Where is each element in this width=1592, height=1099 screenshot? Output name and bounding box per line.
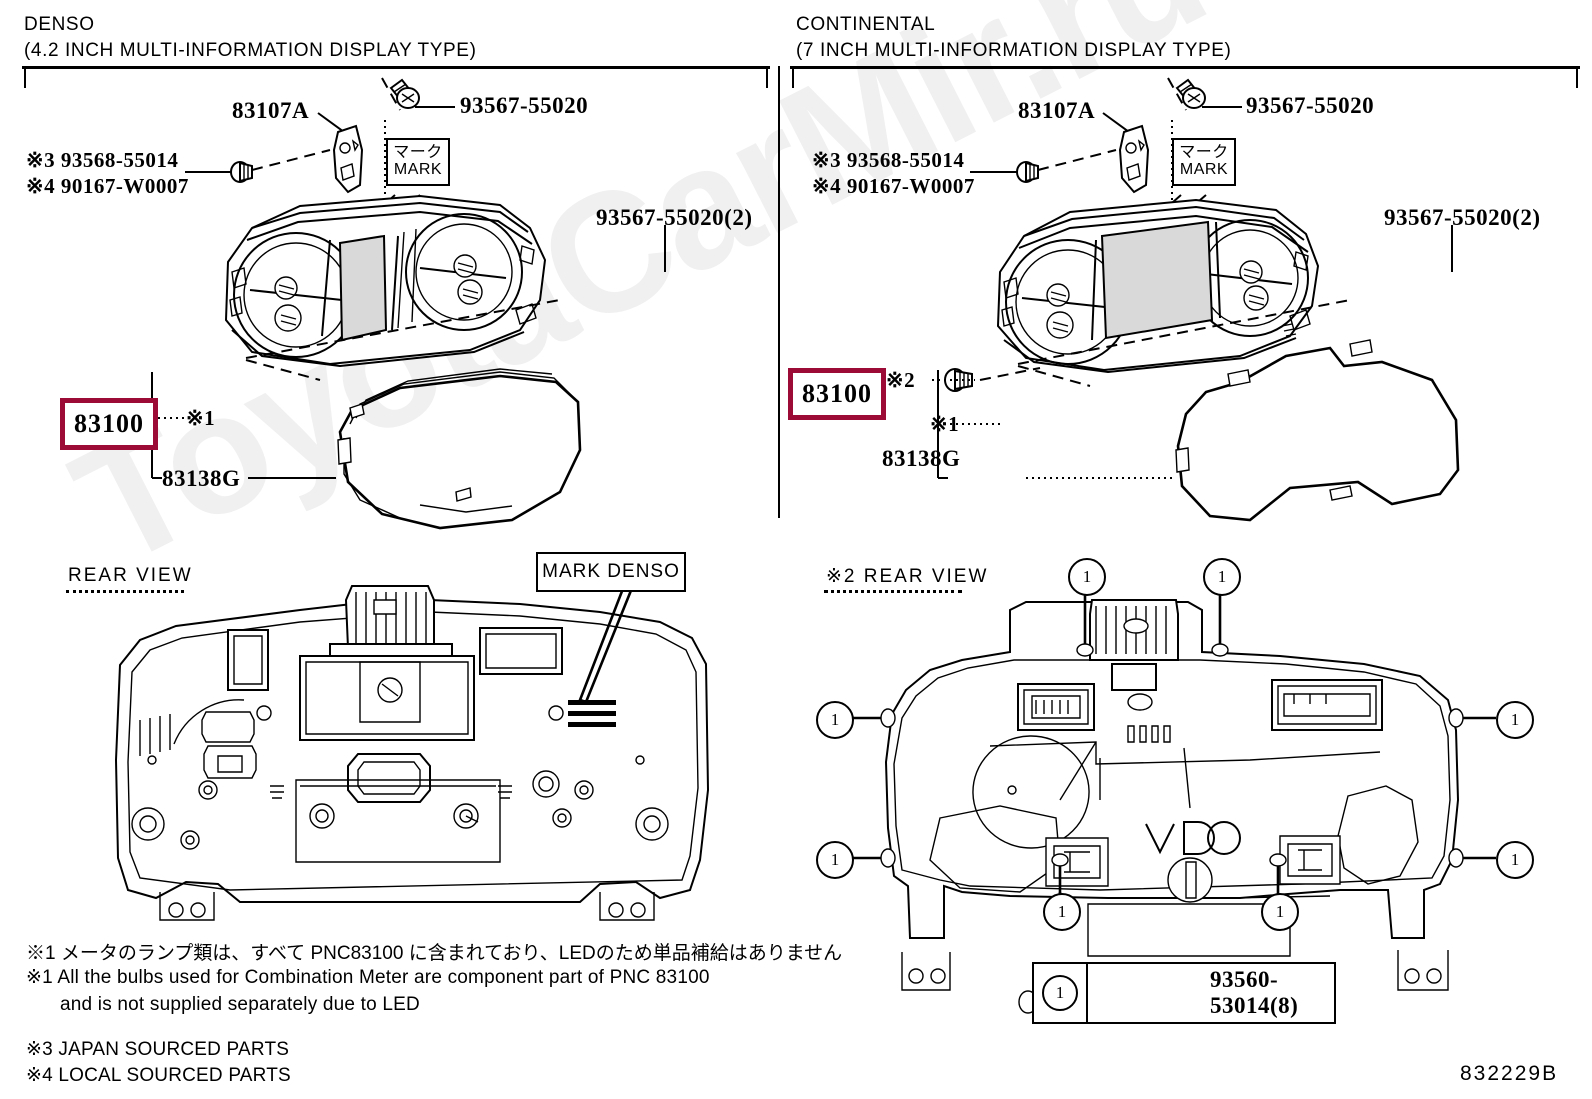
diagram-number: 832229B (1460, 1062, 1559, 1085)
mark-box-en-continental: MARK (1179, 161, 1229, 178)
legend-part-cell: 93560-53014(8) (1088, 964, 1334, 1022)
mark-denso-label: MARK DENSO (542, 561, 680, 582)
label-83138g-denso: 83138G (162, 466, 241, 491)
note-jp-1: ※1 メータのランプ類は、すべて PNC83100 に含まれており、LEDのため… (26, 943, 843, 964)
ref-mark1-continental: ※1 (930, 412, 960, 436)
mark-box-continental: マーク MARK (1172, 138, 1236, 186)
callout-circle-3-label: 1 (830, 710, 840, 729)
screw-glyph-cont-top (1175, 78, 1206, 109)
legend-part-number: 93560-53014(8) (1210, 967, 1299, 1018)
label-83138g-continental: 83138G (882, 446, 961, 471)
mark-box-en-denso: MARK (393, 161, 443, 178)
callout-circle-7-label: 1 (1057, 902, 1067, 921)
nut-glyph-denso (230, 161, 253, 183)
mark-box-jp-continental: マーク (1179, 144, 1229, 162)
panel-rule-continental-tick-left (792, 66, 794, 88)
callout-circle-8-label: 1 (1275, 902, 1285, 921)
panel-title-continental: CONTINENTAL (796, 14, 936, 35)
rear-view-label-denso: REAR VIEW (68, 565, 193, 586)
label-83100-continental: 83100 (802, 379, 872, 408)
legend-number-cell: 1 (1034, 964, 1088, 1022)
callout-circle-5-label: 1 (830, 850, 840, 869)
note-en-1: ※1 All the bulbs used for Combination Me… (26, 967, 710, 988)
label-nut-local-continental: ※4 90167-W0007 (812, 174, 975, 198)
panel-rule-continental-tick-right (1576, 66, 1578, 88)
label-nut-local-denso: ※4 90167-W0007 (26, 174, 189, 198)
callout-circle-5: 1 (816, 841, 854, 879)
note-mark3: ※3 JAPAN SOURCED PARTS (26, 1039, 290, 1060)
label-nut-japan-continental: ※3 93568-55014 (812, 148, 965, 172)
screw-glyph-denso-top (389, 78, 420, 109)
callout-circle-2-label: 1 (1217, 567, 1227, 586)
label-screw-top-denso: 93567-55020 (460, 93, 589, 118)
panel-rule-continental (790, 66, 1580, 69)
callout-circle-8: 1 (1261, 893, 1299, 931)
legend-box: 1 93560-53014(8) (1032, 962, 1336, 1024)
rear-view-denso-drawing (114, 584, 710, 921)
callout-circle-7: 1 (1043, 893, 1081, 931)
callout-circle-4: 1 (1496, 701, 1534, 739)
lens-83138g-continental (1175, 339, 1460, 522)
mark-box-denso: マーク MARK (386, 138, 450, 186)
label-83107a-denso: 83107A (232, 98, 310, 123)
legend-callout-number: 1 (1055, 983, 1065, 1002)
callout-circle-2: 1 (1203, 558, 1241, 596)
label-83107a-continental: 83107A (1018, 98, 1096, 123)
rear-view-underline-continental (824, 590, 962, 593)
ref-mark1-denso: ※1 (186, 406, 216, 430)
panel-rule-denso (22, 66, 770, 69)
callout-circle-6-label: 1 (1510, 850, 1520, 869)
highlight-box-83100-continental[interactable]: 83100 (788, 368, 886, 420)
screw-glyph-cont-mid (944, 368, 973, 392)
label-screw-right-denso: 93567-55020(2) (596, 205, 753, 230)
mark-denso-box: MARK DENSO (536, 552, 686, 592)
callout-circle-6: 1 (1496, 841, 1534, 879)
label-screw-top-continental: 93567-55020 (1246, 93, 1375, 118)
label-83100-denso: 83100 (74, 409, 144, 438)
callout-circle-4-label: 1 (1510, 710, 1520, 729)
panel-divider (778, 66, 780, 518)
ref-mark2-continental: ※2 (886, 368, 916, 392)
cluster-body-denso (224, 194, 547, 368)
label-nut-japan-denso: ※3 93568-55014 (26, 148, 179, 172)
callout-circle-1-label: 1 (1082, 567, 1092, 586)
mark-box-jp-denso: マーク (393, 144, 443, 162)
bracket-83107a-denso (332, 124, 364, 194)
rear-view-label-continental: ※2 REAR VIEW (826, 566, 989, 587)
lens-83138g-denso (337, 368, 582, 530)
note-en-1-cont: and is not supplied separately due to LE… (60, 994, 420, 1015)
panel-subtitle-continental: (7 INCH MULTI-INFORMATION DISPLAY TYPE) (796, 40, 1232, 61)
legend-callout-circle: 1 (1042, 975, 1078, 1011)
panel-subtitle-denso: (4.2 INCH MULTI-INFORMATION DISPLAY TYPE… (24, 40, 477, 61)
nut-glyph-cont (1016, 161, 1039, 183)
cluster-body-continental (996, 198, 1320, 374)
panel-rule-denso-tick-right (766, 66, 768, 88)
label-screw-right-continental: 93567-55020(2) (1384, 205, 1541, 230)
panel-title-denso: DENSO (24, 14, 95, 35)
callout-circle-1: 1 (1068, 558, 1106, 596)
rear-view-underline-denso (66, 590, 184, 593)
panel-rule-denso-tick-left (24, 66, 26, 88)
callout-circle-3: 1 (816, 701, 854, 739)
bracket-83107a-cont (1118, 124, 1150, 194)
highlight-box-83100-denso[interactable]: 83100 (60, 398, 158, 450)
rear-view-continental-drawing (850, 592, 1496, 1014)
note-mark4: ※4 LOCAL SOURCED PARTS (26, 1065, 291, 1086)
